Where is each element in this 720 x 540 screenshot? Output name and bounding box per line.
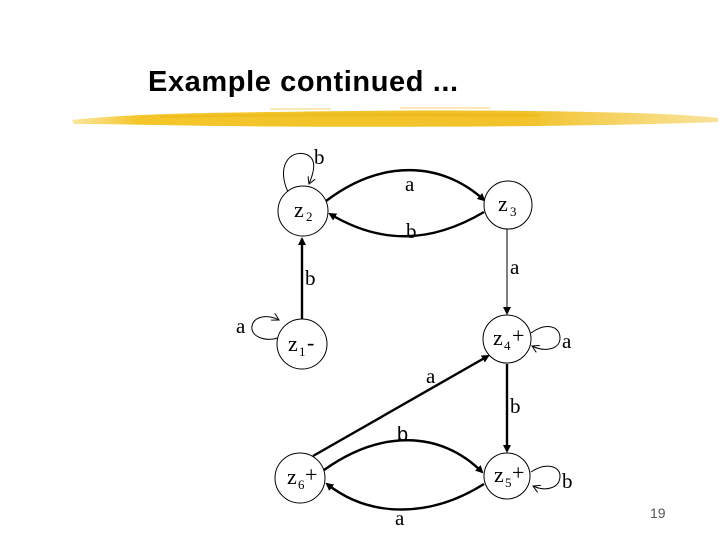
label-z2-z2: b bbox=[314, 145, 325, 169]
edge-z5-z6 bbox=[325, 482, 485, 511]
state-z5-final: z 5 + bbox=[483, 452, 531, 500]
label-z4-z5: b bbox=[510, 394, 521, 418]
label-z6-z5: b bbox=[397, 424, 408, 446]
state-z6-final: z 6 + bbox=[274, 452, 326, 504]
state-circle bbox=[276, 318, 328, 370]
label-z5-z5: b bbox=[562, 469, 573, 493]
edge-z2-z2 bbox=[283, 152, 313, 193]
svg-text:3: 3 bbox=[510, 204, 517, 219]
edge-z5-z5 bbox=[530, 465, 561, 489]
state-z3: z 3 bbox=[483, 180, 533, 230]
state-circle bbox=[483, 452, 531, 500]
label-z5-z6: a bbox=[395, 506, 405, 530]
slide-title: Example continued ... bbox=[148, 66, 459, 98]
edge-z2-z3 bbox=[325, 168, 486, 202]
page-number: 19 bbox=[650, 505, 666, 521]
svg-text:z: z bbox=[287, 464, 297, 489]
edges bbox=[251, 152, 561, 511]
edge-z3-z2 bbox=[328, 210, 485, 238]
state-circle bbox=[483, 180, 533, 230]
svg-text:+: + bbox=[512, 323, 524, 348]
state-z4-final: z 4 + bbox=[482, 314, 532, 364]
svg-text:z: z bbox=[498, 191, 508, 216]
svg-text:5: 5 bbox=[505, 475, 512, 490]
svg-text:4: 4 bbox=[504, 338, 511, 353]
edge-z6-z4 bbox=[312, 354, 490, 458]
label-z3-z2: b bbox=[406, 219, 417, 243]
edge-labels: b a b b a a a a b b a b bbox=[236, 145, 573, 530]
label-z3-z4: a bbox=[510, 255, 520, 279]
svg-text:z: z bbox=[494, 462, 504, 487]
svg-text:z: z bbox=[493, 325, 503, 350]
svg-text:+: + bbox=[305, 462, 317, 487]
svg-text:6: 6 bbox=[298, 477, 305, 492]
label-z1-z2: b bbox=[305, 266, 316, 290]
svg-text:z: z bbox=[294, 197, 304, 222]
svg-text:z: z bbox=[288, 331, 298, 356]
edge-z4-z4 bbox=[530, 326, 561, 350]
label-z1-z1: a bbox=[236, 314, 246, 338]
svg-text:-: - bbox=[307, 330, 314, 355]
label-z4-z4: a bbox=[562, 329, 572, 353]
svg-text:+: + bbox=[512, 460, 524, 485]
edge-z1-z1 bbox=[251, 317, 279, 340]
state-circle bbox=[277, 185, 329, 237]
svg-text:2: 2 bbox=[306, 209, 313, 224]
label-z6-z4: a bbox=[426, 364, 436, 388]
state-circle bbox=[482, 314, 532, 364]
state-z1-start: z 1 - bbox=[276, 318, 328, 370]
label-z2-z3: a bbox=[405, 172, 415, 196]
state-z2: z 2 bbox=[277, 185, 329, 237]
title-underline-brush bbox=[72, 107, 718, 127]
edge-z6-z5 bbox=[323, 439, 484, 474]
svg-text:1: 1 bbox=[299, 344, 306, 359]
state-circle bbox=[274, 452, 326, 504]
